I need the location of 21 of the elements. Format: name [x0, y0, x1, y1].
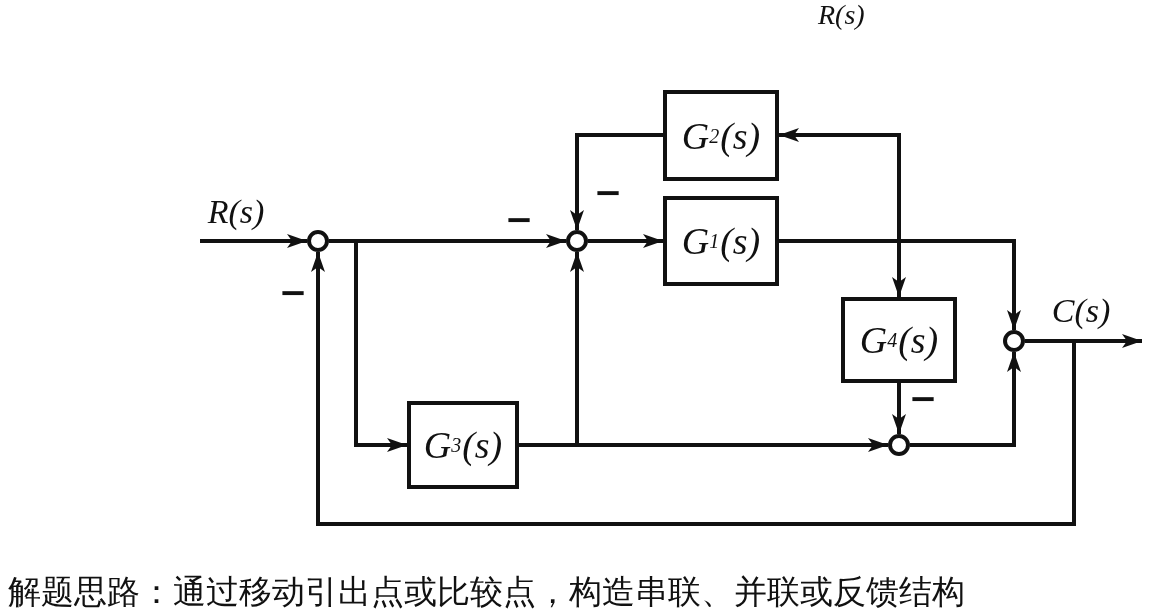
minus-sign: − — [593, 175, 623, 209]
arrow — [588, 234, 663, 248]
summing-junction — [1003, 330, 1025, 352]
arrow — [200, 234, 307, 248]
summing-junction — [307, 230, 329, 252]
summing-junction — [888, 434, 910, 456]
minus-sign: − — [908, 381, 938, 415]
signal-label: R(s) — [207, 194, 265, 230]
minus-sign: − — [504, 202, 534, 236]
arrow — [329, 239, 407, 452]
summing-junction — [566, 230, 588, 252]
arrow — [311, 252, 1076, 526]
arrow — [779, 239, 1021, 330]
arrow — [910, 352, 1021, 447]
arrow — [519, 438, 888, 452]
formula-text: R(s) — [818, 0, 865, 30]
signal-label: C(s) — [1051, 293, 1111, 329]
note-text: 解题思路：通过移动引出点或比较点，构造串联、并联或反馈结构 — [8, 574, 965, 610]
arrow — [892, 383, 906, 434]
minus-sign: − — [278, 275, 308, 309]
arrow — [570, 133, 663, 230]
